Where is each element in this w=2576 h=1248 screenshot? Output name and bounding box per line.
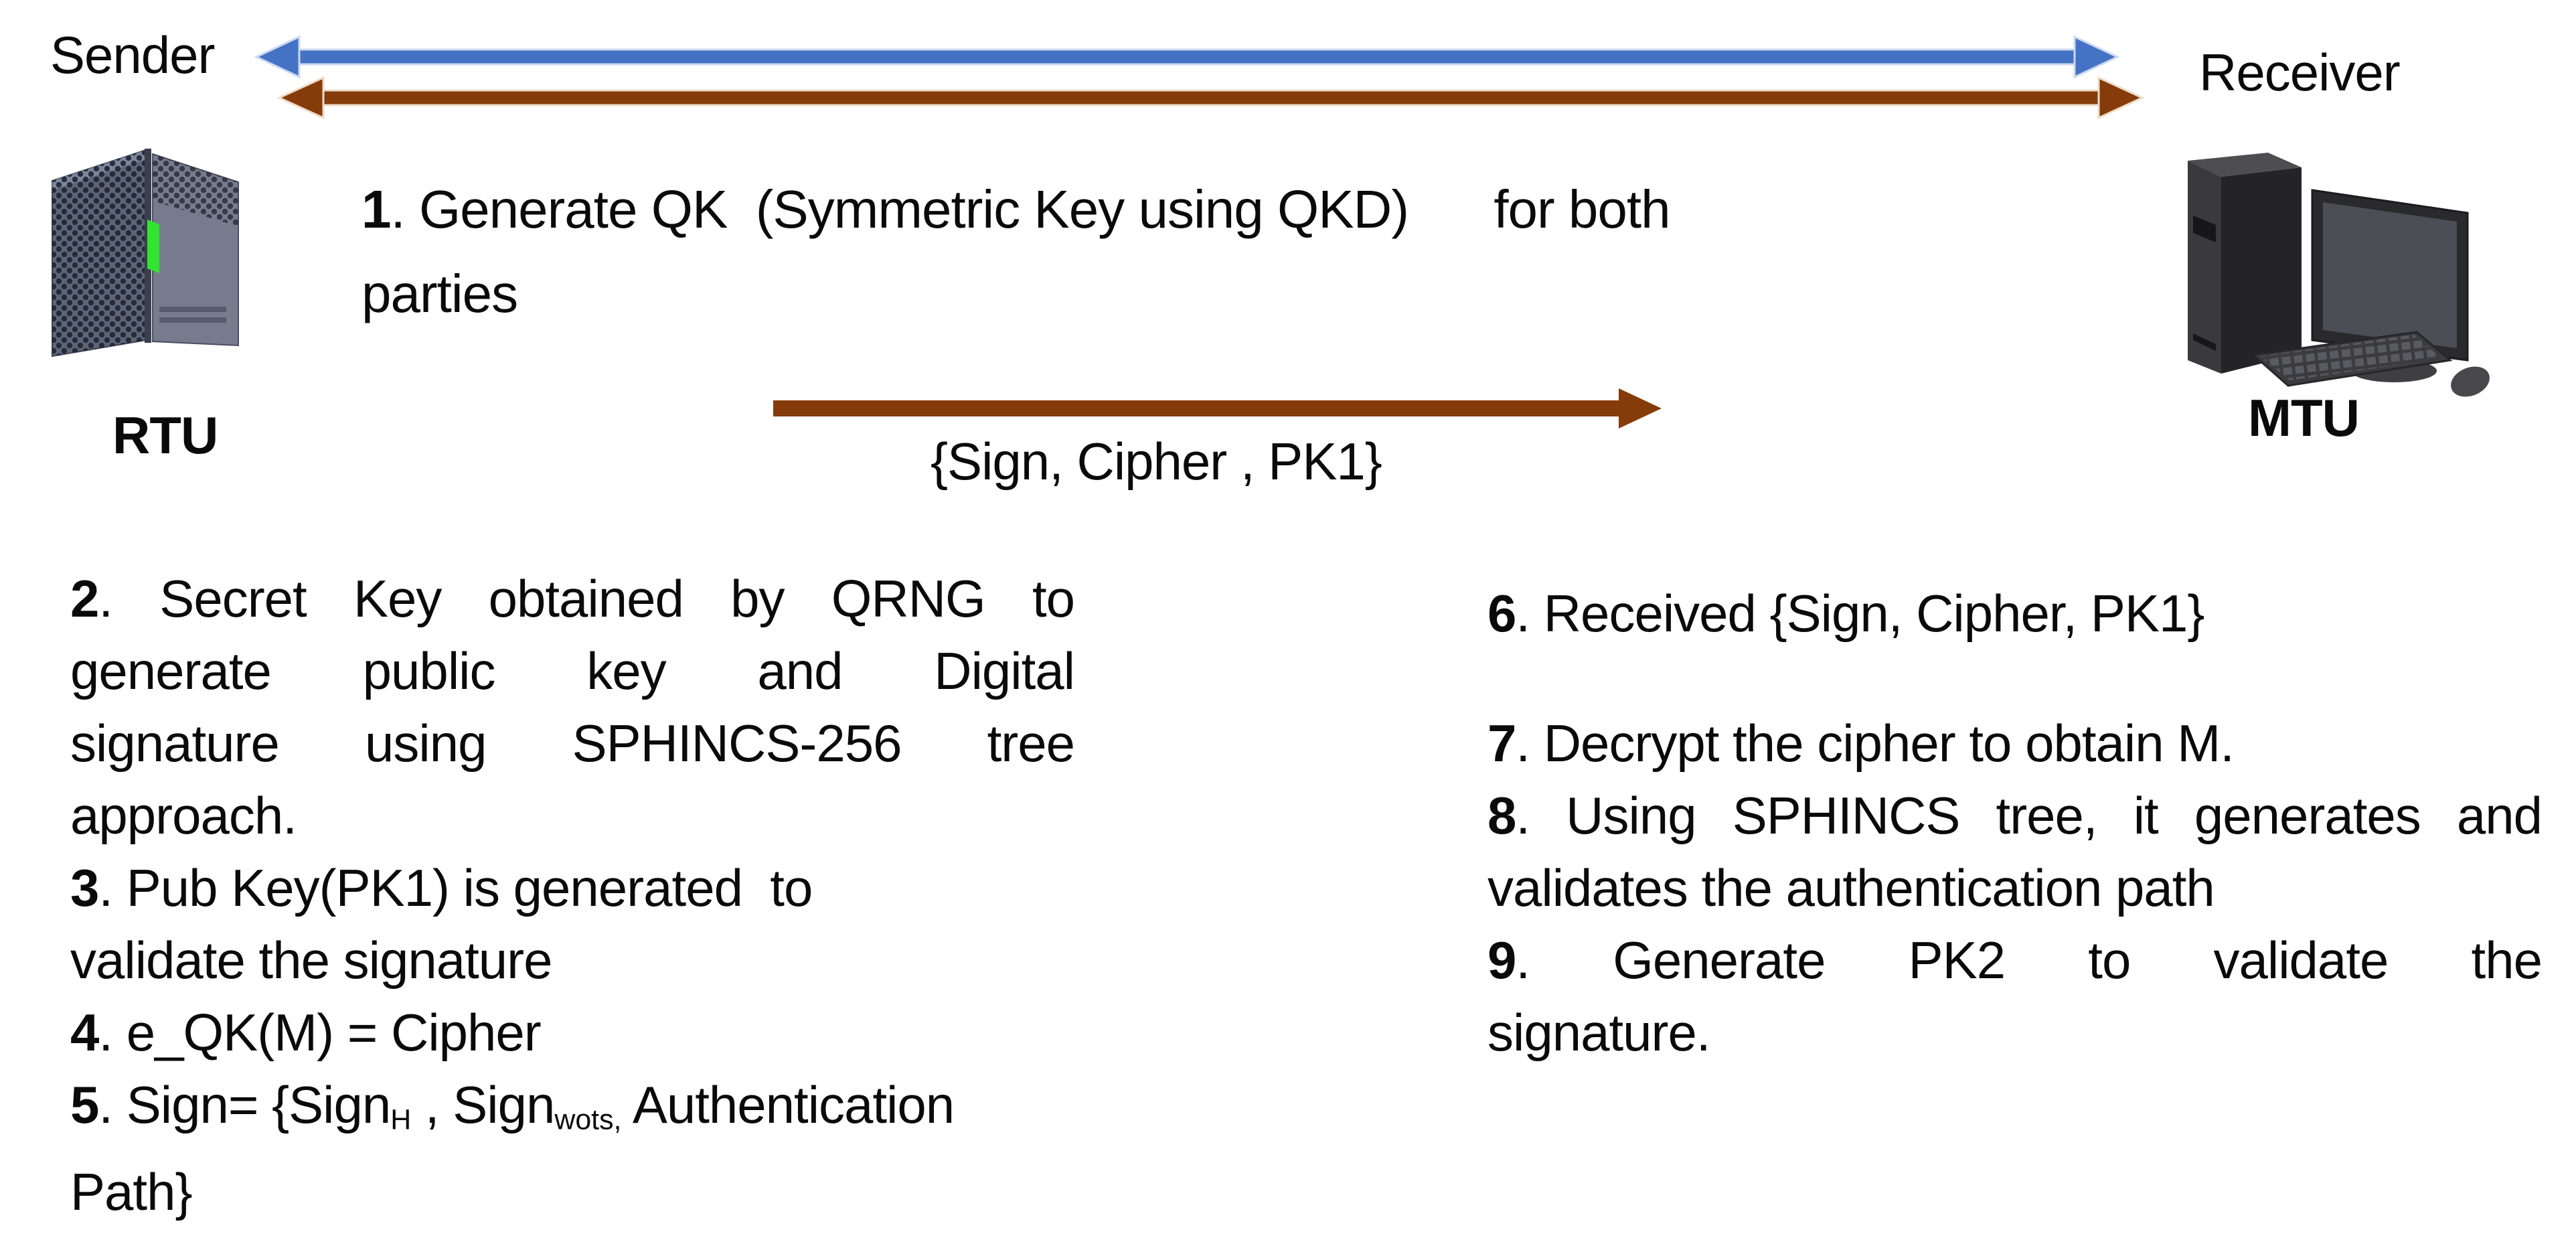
- server-led-icon: [147, 220, 159, 273]
- text-line: 3. Pub Key(PK1) is generated to: [70, 852, 1074, 924]
- computer-tower: [2188, 153, 2302, 374]
- rtu-label: RTU: [112, 406, 218, 465]
- sender-steps: 2. Secret Key obtained by QRNG to generat…: [70, 562, 1075, 1228]
- text-segment: generate public key and Digital: [70, 641, 1075, 700]
- step-number: 3: [70, 858, 99, 917]
- subscript-text: H: [390, 1103, 412, 1136]
- text-segment: . Received {Sign, Cipher, PK1}: [1516, 584, 2204, 643]
- text-line: validate the signature: [70, 924, 1074, 996]
- text-segment: Authentication: [621, 1075, 955, 1134]
- arrowhead-left-icon: [276, 76, 325, 120]
- receiver-steps: 6. Received {Sign, Cipher, PK1} 7. Decryp…: [1487, 577, 2543, 1069]
- step-number: 8: [1487, 786, 1516, 845]
- text-segment: Path}: [70, 1162, 193, 1222]
- text-segment: . Secret Key obtained by QRNG to: [98, 569, 1075, 628]
- text-segment: signature.: [1487, 1003, 1711, 1062]
- text-segment: . Generate QK (Symmetric Key using QKD) …: [390, 179, 1671, 239]
- step-number: 2: [70, 569, 99, 628]
- text-line: signature.: [1487, 996, 2542, 1069]
- step-number: 5: [70, 1075, 99, 1134]
- text-line: approach.: [70, 779, 1074, 852]
- drive-bay: [2193, 216, 2216, 242]
- mtu-computer-image: [2188, 153, 2490, 397]
- text-line: 6. Received {Sign, Cipher, PK1}: [1487, 577, 2542, 649]
- text-line: 7. Decrypt the cipher to obtain M.: [1487, 707, 2542, 779]
- receiver-label: Receiver: [2199, 43, 2401, 102]
- arrowhead-right-icon: [2097, 76, 2145, 120]
- text-line: 9. Generate PK2 to validate the: [1487, 924, 2543, 996]
- text-segment: validates the authentication path: [1487, 858, 2215, 917]
- arrowhead-left-icon: [254, 35, 301, 79]
- text-segment: . Sign= {Sign: [98, 1075, 391, 1134]
- subscript-text: wots,: [554, 1103, 622, 1136]
- channel-bidirectional-arrow: [276, 76, 2145, 120]
- text-segment: . e_QK(M) = Cipher: [98, 1003, 541, 1062]
- text-segment: parties: [361, 264, 518, 323]
- line-spacer: [1487, 649, 2542, 707]
- server-tower-left: [52, 149, 151, 358]
- step-number: 7: [1487, 714, 1516, 773]
- step1-text: 1. Generate QK (Symmetric Key using QKD)…: [361, 167, 1671, 336]
- text-line: parties: [361, 252, 1670, 336]
- step-number: 9: [1487, 931, 1516, 990]
- message-payload-label: {Sign, Cipher , PK1}: [931, 432, 1382, 491]
- step-number: 1: [361, 179, 391, 239]
- text-line: generate public key and Digital: [70, 635, 1075, 707]
- arrowhead-right-icon: [1619, 388, 1662, 428]
- mtu-label: MTU: [2248, 388, 2360, 447]
- arrowhead-right-icon: [2073, 35, 2120, 79]
- text-line: 8. Using SPHINCS tree, it generates and: [1487, 779, 2543, 852]
- text-line: signature using SPHINCS-256 tree: [70, 707, 1075, 779]
- text-segment: approach.: [70, 786, 297, 845]
- text-line: 5. Sign= {SignH , Signwots, Authenticati…: [70, 1069, 1074, 1156]
- qkd-bidirectional-arrow: [254, 35, 2120, 79]
- step-number: 6: [1487, 584, 1516, 643]
- computer-keyboard: [2251, 331, 2453, 387]
- text-segment: . Pub Key(PK1) is generated to: [98, 858, 813, 917]
- computer-mouse: [2451, 366, 2490, 397]
- computer-monitor: [2311, 189, 2469, 382]
- text-segment: . Using SPHINCS tree, it generates and: [1516, 786, 2543, 845]
- server-tower-right: [152, 153, 239, 347]
- text-segment: validate the signature: [70, 931, 552, 990]
- text-line: 2. Secret Key obtained by QRNG to: [70, 562, 1075, 635]
- text-segment: . Decrypt the cipher to obtain M.: [1516, 714, 2235, 773]
- text-line: Path}: [70, 1156, 1074, 1228]
- message-arrow: [773, 388, 1662, 428]
- step-number: 4: [70, 1003, 99, 1062]
- text-segment: , Sign: [411, 1075, 555, 1134]
- text-segment: signature using SPHINCS-256 tree: [70, 714, 1075, 773]
- text-line: 1. Generate QK (Symmetric Key using QKD)…: [361, 167, 1671, 252]
- sender-label: Sender: [50, 25, 216, 84]
- text-line: validates the authentication path: [1487, 852, 2542, 924]
- text-segment: . Generate PK2 to validate the: [1516, 931, 2543, 990]
- rtu-server-image: [52, 149, 239, 358]
- text-line: 4. e_QK(M) = Cipher: [70, 996, 1074, 1069]
